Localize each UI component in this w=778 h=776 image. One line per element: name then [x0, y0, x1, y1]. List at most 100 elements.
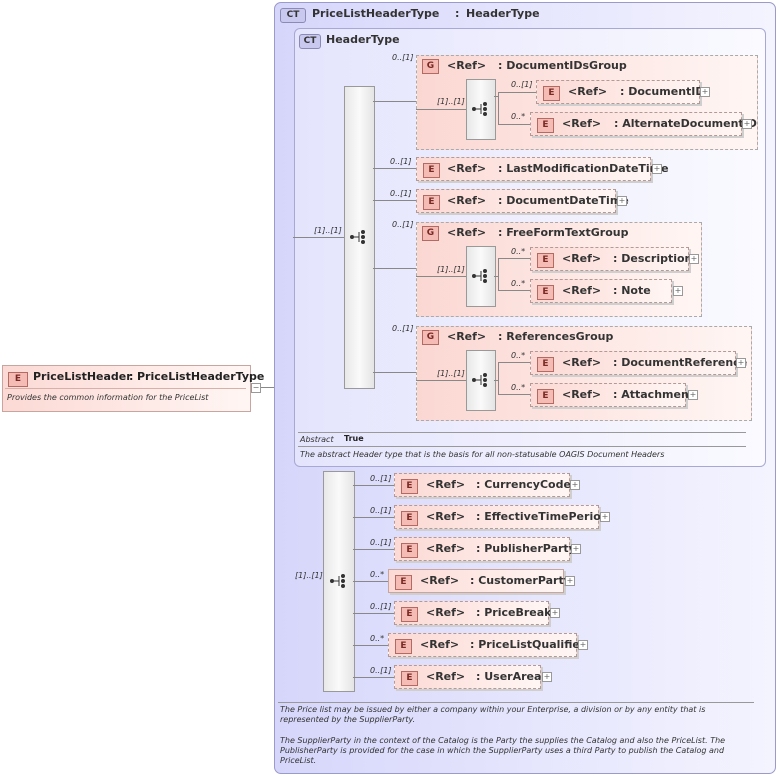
element-name: : LastModificationDateTime [498, 162, 669, 175]
element-badge: E [401, 543, 418, 558]
pricelistheadertype-doc-2: The SupplierParty in the context of the … [280, 736, 726, 765]
plus-icon[interactable]: + [570, 480, 580, 490]
divider [298, 432, 746, 433]
sequence-compositor[interactable] [344, 86, 375, 389]
ref-label: <Ref> [562, 252, 602, 265]
plus-icon[interactable]: + [550, 608, 560, 618]
element-note[interactable]: E <Ref> : Note [530, 279, 672, 303]
ref-label: <Ref> [447, 59, 487, 72]
element-name: : CurrencyCode [476, 478, 571, 491]
connector [261, 387, 283, 388]
connector [498, 92, 499, 124]
ref-label: <Ref> [426, 510, 466, 523]
element-documentreference[interactable]: E <Ref> : DocumentReference [530, 351, 747, 375]
element-badge: E [423, 195, 440, 210]
cardinality: 0..[1] [392, 324, 414, 333]
divider [298, 446, 746, 447]
element-lastmodificationdatetime[interactable]: E <Ref> : LastModificationDateTime [416, 157, 669, 181]
pricelistheadertype-doc-1: The Price list may be issued by either a… [280, 705, 706, 724]
connector [373, 268, 416, 269]
root-element-type: PriceListHeaderType [137, 370, 265, 383]
connector [498, 362, 530, 363]
plus-icon[interactable]: + [700, 87, 710, 97]
cardinality: [1]..[1] [314, 226, 342, 235]
connector [353, 549, 394, 550]
plus-icon[interactable]: + [688, 390, 698, 400]
element-documentdatetime[interactable]: E <Ref> : DocumentDateTime [416, 189, 629, 213]
element-name: : DocumentID [620, 85, 705, 98]
connector [353, 613, 394, 614]
ref-label: <Ref> [562, 117, 602, 130]
connector [498, 258, 530, 259]
plus-icon[interactable]: + [617, 196, 627, 206]
sequence-compositor[interactable] [323, 471, 355, 692]
group-name: : DocumentIDsGroup [498, 59, 627, 72]
element-badge: E [537, 118, 554, 133]
element-badge: E [401, 479, 418, 494]
plus-icon[interactable]: + [600, 512, 610, 522]
inner-type-name: HeaderType [326, 33, 400, 46]
element-attachment[interactable]: E <Ref> : Attachment [530, 383, 694, 407]
cardinality: 0..[1] [511, 80, 533, 89]
plus-icon[interactable]: + [673, 286, 683, 296]
element-badge: E [395, 639, 412, 654]
element-description[interactable]: E <Ref> : Description [530, 247, 692, 271]
plus-icon[interactable]: + [578, 640, 588, 650]
ref-label: <Ref> [420, 638, 460, 651]
cardinality: [1]..[1] [437, 265, 465, 274]
connector [498, 362, 499, 394]
sequence-compositor[interactable] [466, 79, 496, 140]
minus-icon[interactable]: − [251, 383, 261, 393]
cardinality: [1]..[1] [437, 97, 465, 106]
cardinality: 0..[1] [392, 53, 414, 62]
root-type-separator: : [129, 370, 134, 383]
plus-icon[interactable]: + [736, 358, 746, 368]
element-badge: E [401, 607, 418, 622]
connector [416, 380, 466, 381]
element-name: : PriceBreak [476, 606, 552, 619]
plus-icon[interactable]: + [652, 164, 662, 174]
plus-icon[interactable]: + [565, 576, 575, 586]
element-userarea[interactable]: E <Ref> : UserArea [394, 665, 541, 689]
cardinality: [1]..[1] [437, 369, 465, 378]
cardinality: [1]..[1] [295, 571, 323, 580]
root-element-doc: Provides the common information for the … [7, 393, 209, 402]
ref-label: <Ref> [447, 330, 487, 343]
connector [494, 380, 498, 381]
cardinality: 0..[1] [370, 666, 392, 675]
group-name: : ReferencesGroup [498, 330, 614, 343]
element-customerparty[interactable]: E <Ref> : CustomerParty [388, 569, 571, 593]
element-effectivetimeperiod[interactable]: E <Ref> : EffectiveTimePeriod [394, 505, 609, 529]
ref-label: <Ref> [420, 574, 460, 587]
divider [5, 388, 246, 389]
complex-type-badge: CT [299, 34, 321, 49]
connector [416, 276, 466, 277]
sequence-icon [472, 269, 487, 283]
plus-icon[interactable]: + [571, 544, 581, 554]
element-pricebreak[interactable]: E <Ref> : PriceBreak [394, 601, 552, 625]
element-alternatedocumentid[interactable]: E <Ref> : AlternateDocumentID [530, 112, 757, 136]
plus-icon[interactable]: + [689, 254, 699, 264]
connector [498, 258, 499, 290]
cardinality: 0..[1] [370, 538, 392, 547]
element-currencycode[interactable]: E <Ref> : CurrencyCode [394, 473, 571, 497]
group-badge: G [422, 226, 439, 241]
plus-icon[interactable]: + [542, 672, 552, 682]
cardinality: 0..[1] [370, 602, 392, 611]
sequence-compositor[interactable] [466, 350, 496, 411]
cardinality: 0..* [511, 247, 526, 256]
plus-icon[interactable]: + [742, 119, 752, 129]
element-name: : DocumentReference [613, 356, 748, 369]
element-badge: E [537, 389, 554, 404]
cardinality: 0..* [370, 634, 385, 643]
root-element[interactable]: E PriceListHeader : PriceListHeaderType … [2, 365, 264, 412]
connector [498, 124, 530, 125]
element-pricelistqualifier[interactable]: E <Ref> : PriceListQualifier [388, 633, 585, 657]
connector [373, 168, 416, 169]
element-name: : Note [613, 284, 651, 297]
element-name: : UserArea [476, 670, 542, 683]
sequence-compositor[interactable] [466, 246, 496, 307]
connector [353, 485, 394, 486]
element-publisherparty[interactable]: E <Ref> : PublisherParty [394, 537, 576, 561]
element-documentid[interactable]: E <Ref> : DocumentID [536, 80, 705, 104]
